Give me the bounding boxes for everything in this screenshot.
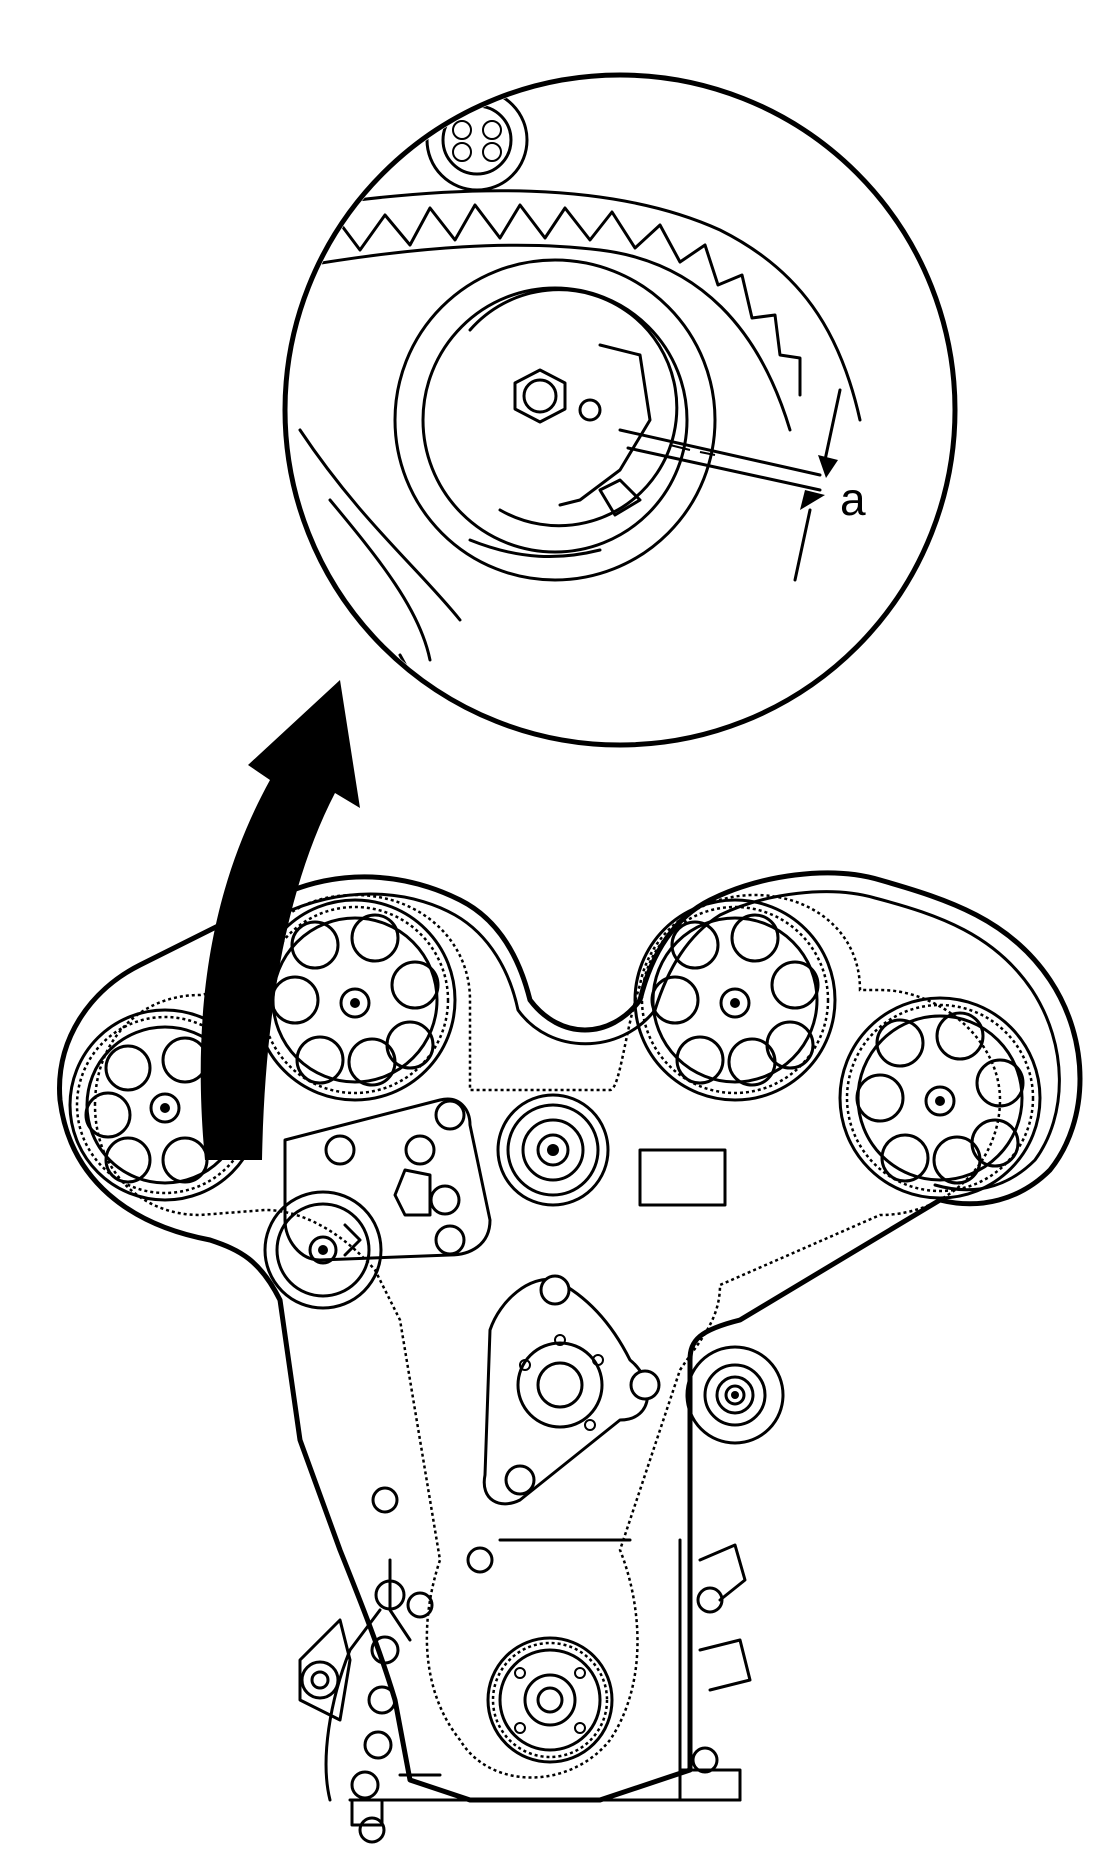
engine-block-lower (348, 1486, 752, 1802)
idler-pulley-upper (496, 1093, 610, 1207)
camshaft-sprocket-right-intake (633, 898, 837, 1102)
camshaft-sprocket-left-exhaust (68, 1008, 262, 1202)
label-plate (638, 1148, 727, 1207)
detail-view: a (282, 72, 958, 748)
belt-tensioner (263, 1190, 383, 1310)
timing-belt-detail (288, 189, 862, 432)
belt-tensioner-detail (393, 258, 822, 582)
crankshaft-sprocket (486, 1636, 614, 1764)
oil-pump-linkage (298, 1579, 406, 1844)
camshaft-sprocket-left-intake (253, 898, 457, 1102)
water-pump (482, 1274, 661, 1506)
dimension-label: a (840, 473, 866, 525)
dimension-a: a (793, 388, 866, 582)
dimension-arrow-icon (800, 490, 825, 510)
curved-arrow-icon (200, 680, 360, 1160)
mounting-bracket (283, 1097, 492, 1262)
camshaft-sprocket-right-exhaust (838, 996, 1042, 1200)
idler-pulley-lower (685, 1345, 785, 1445)
timing-cover-outline (57, 870, 1083, 1803)
engine-front-view (57, 870, 1083, 1844)
